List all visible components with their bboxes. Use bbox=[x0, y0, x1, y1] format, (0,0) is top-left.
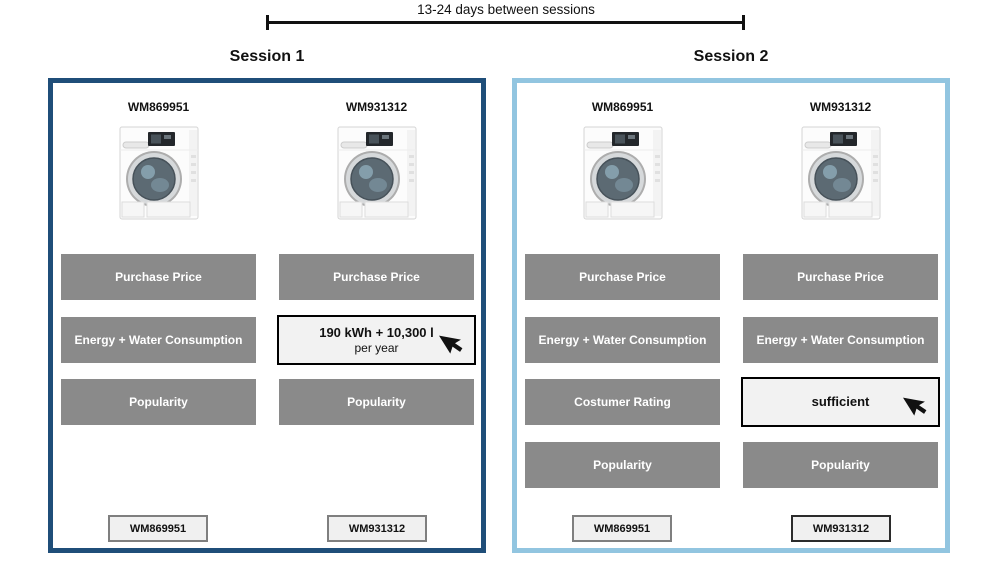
select-button-wm869951[interactable]: WM869951 bbox=[572, 515, 672, 542]
timeline-bracket-line bbox=[267, 21, 744, 24]
session2-title: Session 2 bbox=[693, 48, 769, 65]
select-button-wm869951[interactable]: WM869951 bbox=[108, 515, 208, 542]
timeline-bracket-right-tick bbox=[742, 15, 745, 30]
attribute-button-popularity[interactable]: Popularity bbox=[61, 379, 256, 425]
attribute-button-costumer-rating[interactable]: Costumer Rating bbox=[525, 379, 720, 425]
revealed-value-line2: per year bbox=[354, 340, 399, 355]
session1-title: Session 1 bbox=[229, 48, 305, 65]
attribute-button-popularity[interactable]: Popularity bbox=[279, 379, 474, 425]
washing-machine-image bbox=[119, 126, 199, 220]
mouse-cursor-icon bbox=[903, 397, 927, 416]
session2-panel: WM869951 WM931312 bbox=[512, 78, 950, 553]
attribute-button-purchase-price[interactable]: Purchase Price bbox=[61, 254, 256, 300]
washing-machine-image bbox=[583, 126, 663, 220]
attribute-button-popularity[interactable]: Popularity bbox=[525, 442, 720, 488]
attribute-button-energy-water[interactable]: Energy + Water Consumption bbox=[61, 317, 256, 363]
attribute-button-energy-water[interactable]: Energy + Water Consumption bbox=[525, 317, 720, 363]
washing-machine-image bbox=[801, 126, 881, 220]
revealed-value-line1: sufficient bbox=[811, 393, 870, 409]
model-label-wm931312: WM931312 bbox=[345, 100, 408, 114]
mouse-cursor-icon bbox=[439, 335, 463, 354]
session1-panel: WM869951 WM931312 bbox=[48, 78, 486, 553]
select-button-wm931312[interactable]: WM931312 bbox=[791, 515, 891, 542]
washing-machine-image bbox=[337, 126, 417, 220]
attribute-button-purchase-price[interactable]: Purchase Price bbox=[743, 254, 938, 300]
timeline-bracket-left-tick bbox=[266, 15, 269, 30]
attribute-button-popularity[interactable]: Popularity bbox=[743, 442, 938, 488]
revealed-value-box[interactable]: sufficient bbox=[741, 377, 940, 427]
model-label-wm869951: WM869951 bbox=[591, 100, 654, 114]
model-label-wm869951: WM869951 bbox=[127, 100, 190, 114]
model-label-wm931312: WM931312 bbox=[809, 100, 872, 114]
timeline-label: 13-24 days between sessions bbox=[417, 2, 595, 17]
attribute-button-purchase-price[interactable]: Purchase Price bbox=[525, 254, 720, 300]
select-button-wm931312[interactable]: WM931312 bbox=[327, 515, 427, 542]
attribute-button-energy-water[interactable]: Energy + Water Consumption bbox=[743, 317, 938, 363]
revealed-value-line1: 190 kWh + 10,300 l bbox=[319, 324, 434, 340]
revealed-value-box[interactable]: 190 kWh + 10,300 l per year bbox=[277, 315, 476, 365]
attribute-button-purchase-price[interactable]: Purchase Price bbox=[279, 254, 474, 300]
